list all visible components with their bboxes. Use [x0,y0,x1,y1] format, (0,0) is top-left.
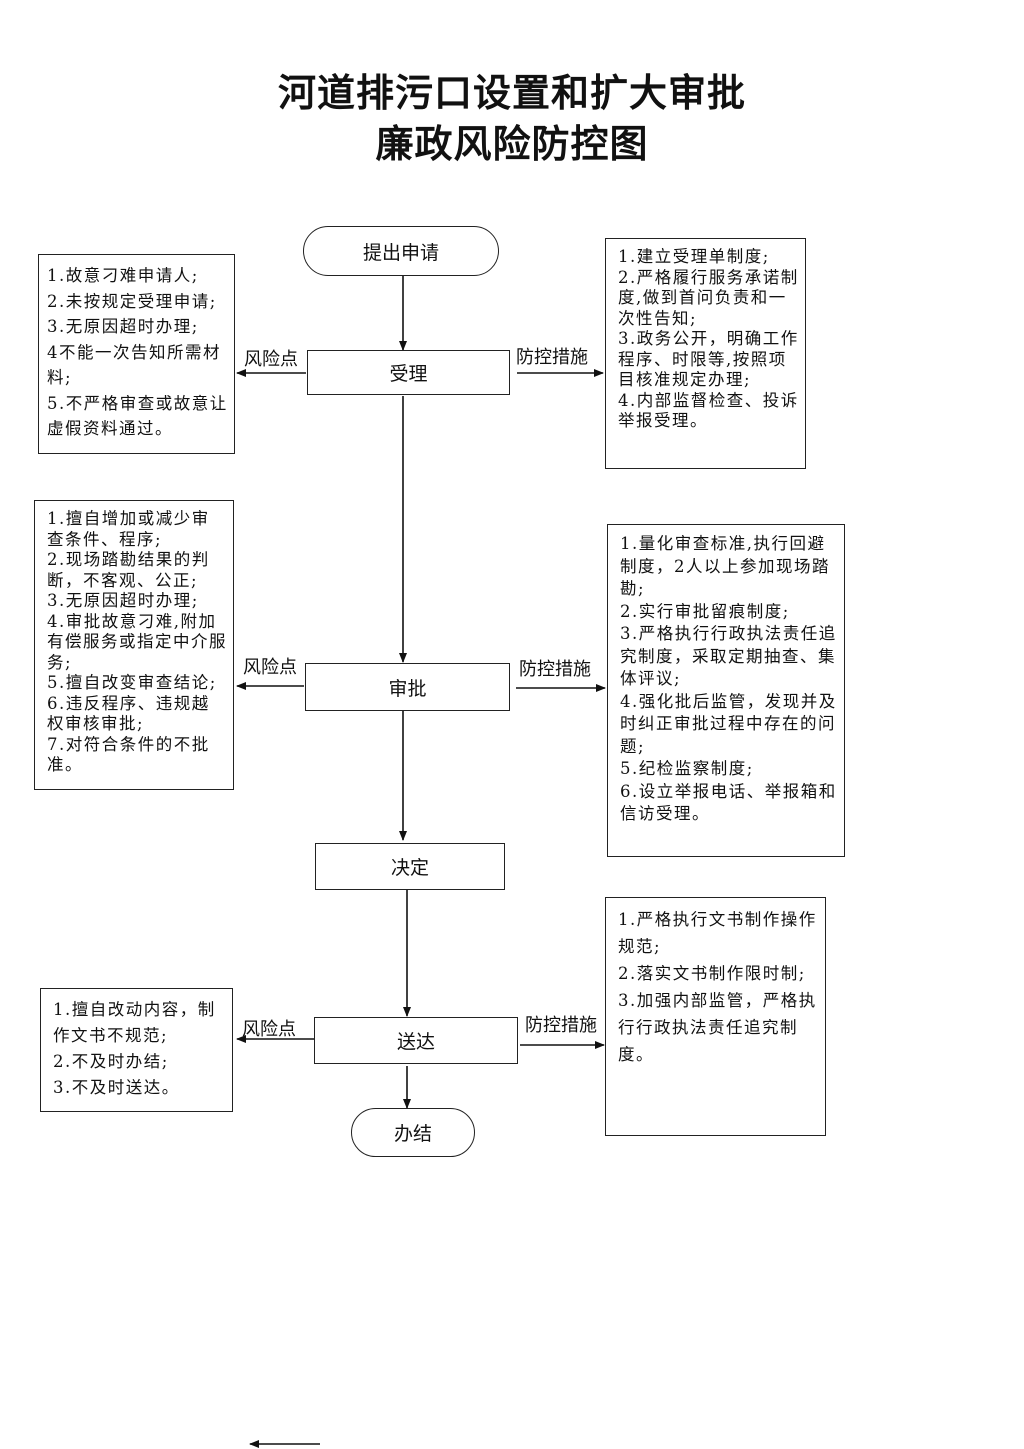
risk-text-approve: 1.擅自增加或减少审查条件、程序; 2.现场踏勘结果的判断，不客观、公正; 3.… [47,509,227,774]
control-box-accept: 1.建立受理单制度; 2.严格履行服务承诺制度,做到首问负责和一次性告知; 3.… [605,238,806,469]
control-text-accept: 1.建立受理单制度; 2.严格履行服务承诺制度,做到首问负责和一次性告知; 3.… [618,247,799,430]
node-decide: 决定 [315,843,505,890]
label-control-deliver: 防控措施 [525,1015,597,1036]
label-control-approve: 防控措施 [519,659,591,680]
node-deliver: 送达 [314,1017,518,1064]
label-risk-accept: 风险点 [244,349,298,370]
page-title: 河道排污口设置和扩大审批 [277,70,746,115]
risk-box-approve: 1.擅自增加或减少审查条件、程序; 2.现场踏勘结果的判断，不客观、公正; 3.… [34,500,234,790]
node-finish: 办结 [351,1108,475,1157]
control-text-deliver: 1.严格执行文书制作操作规范; 2.落实文书制作限时制; 3.加强内部监管，严格… [618,910,817,1064]
label-risk-approve: 风险点 [243,657,297,678]
node-approve: 审批 [305,663,510,711]
control-box-deliver: 1.严格执行文书制作操作规范; 2.落实文书制作限时制; 3.加强内部监管，严格… [605,897,826,1136]
risk-box-accept: 1.故意刁难申请人; 2.未按规定受理申请; 3.无原因超时办理; 4不能一次告… [38,254,235,454]
label-risk-deliver: 风险点 [242,1019,296,1040]
risk-box-deliver: 1.擅自改动内容，制作文书不规范; 2.不及时办结; 3.不及时送达。 [40,988,233,1112]
control-text-approve: 1.量化审查标准,执行回避制度，2人以上参加现场踏勘; 2.实行审批留痕制度; … [620,534,837,823]
risk-text-deliver: 1.擅自改动内容，制作文书不规范; 2.不及时办结; 3.不及时送达。 [53,1000,216,1097]
risk-text-accept: 1.故意刁难申请人; 2.未按规定受理申请; 3.无原因超时办理; 4不能一次告… [47,266,228,438]
node-apply: 提出申请 [303,226,499,276]
node-accept: 受理 [307,350,510,395]
page-subtitle: 廉政风险防控图 [375,121,649,166]
control-box-approve: 1.量化审查标准,执行回避制度，2人以上参加现场踏勘; 2.实行审批留痕制度; … [607,524,845,857]
label-control-accept: 防控措施 [516,347,588,368]
